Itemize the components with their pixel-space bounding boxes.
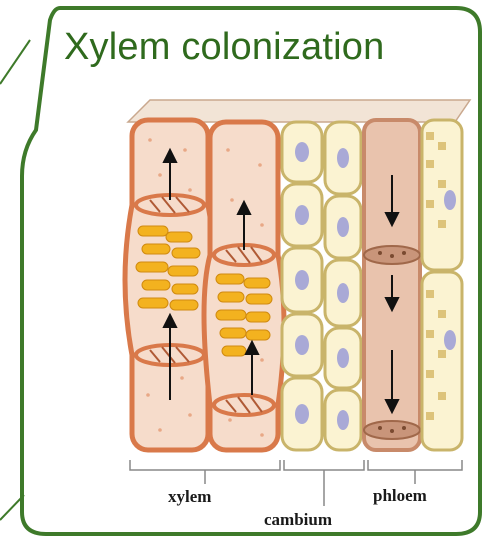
phloem-companion-cells xyxy=(422,120,462,450)
cambium-cells xyxy=(282,122,361,450)
xylem-vessel-2 xyxy=(204,122,284,450)
callout-pointer-top xyxy=(0,40,30,84)
phloem-label: phloem xyxy=(373,486,427,506)
xylem-label: xylem xyxy=(168,487,211,507)
cambium-label: cambium xyxy=(264,510,332,530)
diagram-title: Xylem colonization xyxy=(64,26,464,69)
